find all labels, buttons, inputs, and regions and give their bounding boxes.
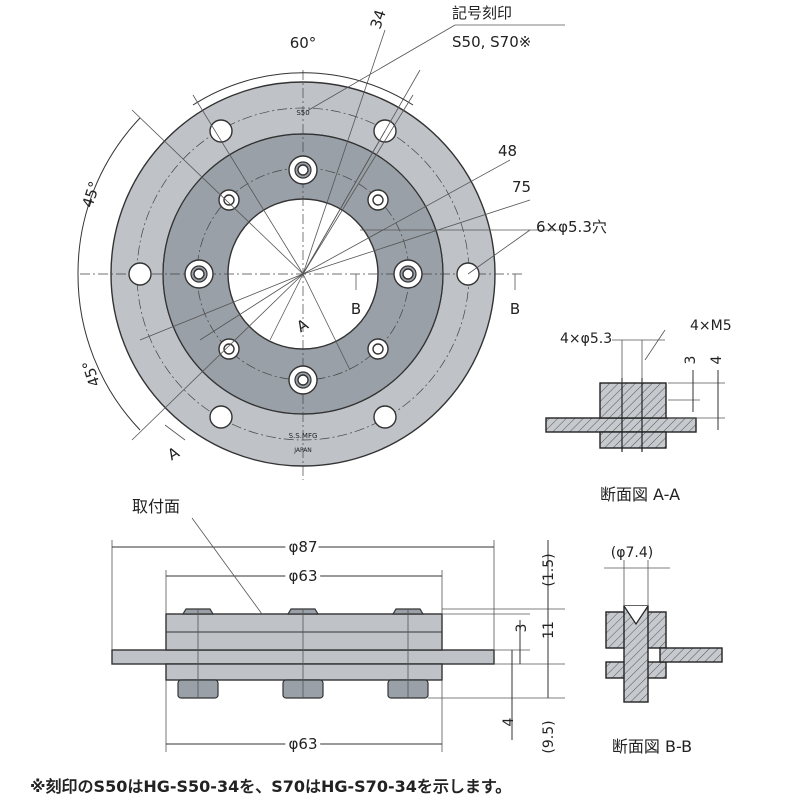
aa-dim-4: 4 — [709, 355, 725, 364]
dim-9-5-label: (9.5) — [541, 720, 557, 753]
dim-11-label: 11 — [541, 621, 557, 639]
dim-63-bottom-label: φ63 — [289, 735, 318, 753]
section-bb: (φ7.4) 断面図 B-B — [604, 545, 723, 756]
bb-dim-7-4-label: (φ7.4) — [611, 545, 653, 561]
dim-1-5-label: (1.5) — [541, 553, 557, 586]
angle-45-upper-label: 45° — [79, 179, 104, 210]
section-a-lower: A — [165, 443, 184, 464]
dim-87-label: φ87 — [289, 538, 318, 556]
side-dim-4-label: 4 — [501, 717, 517, 726]
aa-label-left: 4×φ5.3 — [560, 331, 612, 347]
angle-45-lower-label: 45° — [79, 358, 104, 389]
section-aa-title: 断面図 A-A — [600, 485, 680, 504]
section-bb-title: 断面図 B-B — [612, 737, 692, 756]
plate-text-bottom-2: JAPAN — [293, 447, 312, 454]
angle-60-label: 60° — [290, 34, 317, 52]
holes-note-label: 6×φ5.3穴 — [536, 218, 607, 236]
side-view: φ87 φ63 φ63 取付面 (1.5) 3 11 4 (9.5) — [111, 497, 565, 757]
section-b-outer: B — [510, 300, 520, 318]
section-b-inner: B — [351, 300, 361, 318]
aa-label-right: 4×M5 — [690, 318, 732, 334]
inner-holes — [184, 155, 423, 395]
plate-text-top: S50 — [296, 109, 309, 117]
side-dim-3-label: 3 — [514, 624, 530, 633]
dim-63-top-label: φ63 — [289, 567, 318, 585]
dim-34-label: 34 — [367, 8, 390, 32]
section-aa: 4×φ5.3 4×M5 3 4 断面図 A-A — [545, 318, 732, 504]
footnote: ※刻印のS50はHG-S50-34を、S70はHG-S70-34を示します。 — [30, 777, 511, 796]
lower-ring — [165, 663, 443, 681]
dim-75-label: 75 — [512, 178, 531, 196]
mount-face-label: 取付面 — [132, 497, 180, 516]
marking-values-label: S50, S70※ — [452, 33, 531, 51]
marking-label: 記号刻印 — [452, 4, 512, 22]
dim-48-label: 48 — [498, 142, 517, 160]
top-view: S50 S.S.MFG JAPAN 60° 45° 45° — [77, 4, 607, 480]
plate-text-bottom-1: S.S.MFG — [289, 432, 318, 440]
aa-dim-3: 3 — [683, 356, 699, 365]
